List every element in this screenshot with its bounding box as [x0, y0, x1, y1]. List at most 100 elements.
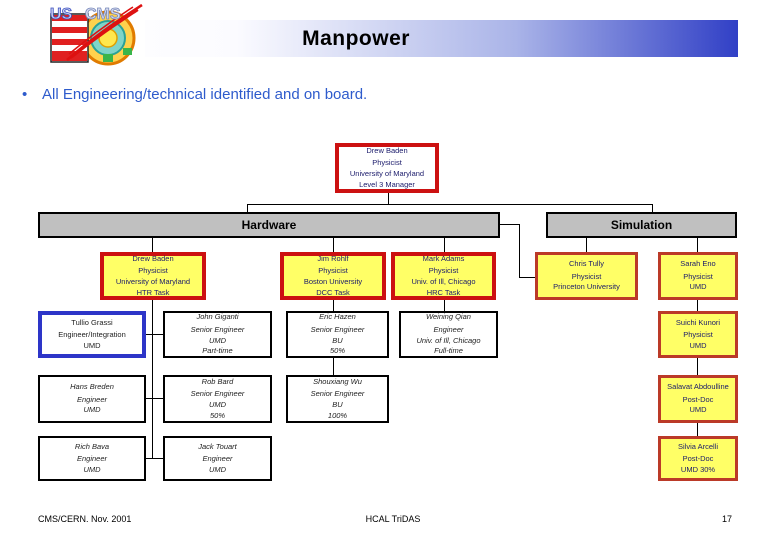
org-box-grassi: Tullio Grassi Engineer/Integration UMD — [38, 311, 146, 358]
person-name: Sarah Eno — [680, 259, 716, 269]
footer-project: HCAL TriDAS — [365, 514, 421, 524]
person-name: Drew Baden — [132, 253, 174, 263]
person-name: Chris Tully — [568, 259, 604, 269]
person-affiliation: BU — [332, 400, 343, 409]
person-affiliation: UMD — [83, 464, 101, 474]
person-role: Engineer — [76, 394, 108, 404]
connector — [697, 238, 698, 252]
person-affiliation: Univ. of Ill, Chicago — [416, 335, 481, 345]
person-role: Engineer — [76, 454, 108, 464]
org-box-tully: Chris Tully Physicist Princeton Universi… — [535, 252, 638, 300]
logo-us-text: US — [50, 6, 73, 23]
person-role: Physicist — [683, 330, 713, 340]
connector — [247, 204, 653, 205]
person-affiliation: UMD — [689, 340, 707, 350]
person-name: Drew Baden — [366, 145, 408, 155]
person-affiliation: University of Maryland — [115, 277, 191, 286]
org-box-touart: Jack Touart Engineer UMD — [163, 436, 272, 481]
connector — [146, 398, 163, 399]
person-name: John Giganti — [196, 312, 239, 322]
connector — [444, 238, 445, 252]
connector — [146, 334, 163, 335]
person-name: Weining Qian — [426, 312, 471, 322]
person-name: Suichi Kunori — [675, 317, 721, 327]
bullet-marker: • — [22, 86, 28, 103]
person-note: HRC Task — [426, 287, 461, 297]
connector — [500, 224, 520, 225]
person-role: Physicist — [138, 266, 168, 276]
person-note: Level 3 Manager — [359, 179, 415, 189]
org-box-abdoulline: Salavat Abdoulline Post-Doc UMD — [658, 375, 738, 423]
person-note: DCC Task — [316, 287, 350, 297]
group-bar-hardware: Hardware — [38, 212, 500, 238]
org-box-rohlf: Jim Rohlf Physicist Boston University DC… — [280, 252, 386, 300]
person-name: Tullio Grassi — [71, 317, 113, 327]
connector — [444, 300, 445, 311]
person-name: Salavat Abdoulline — [667, 382, 729, 392]
person-role: Engineer — [202, 454, 233, 464]
connector — [388, 193, 389, 204]
person-name: Rich Bava — [74, 441, 110, 451]
uscms-logo-icon: US CMS — [45, 3, 145, 66]
person-role: Senior Engineer — [310, 324, 365, 334]
person-note: HTR Task — [136, 287, 170, 297]
person-affiliation: Boston University — [303, 277, 363, 286]
org-box-hazen: Eric Hazen Senior Engineer BU 50% — [286, 311, 389, 358]
person-name: Jack Touart — [198, 441, 237, 451]
person-role: Senior Engineer — [190, 389, 245, 399]
person-note: 50% — [329, 346, 345, 356]
group-bar-simulation: Simulation — [546, 212, 737, 238]
page-title: Manpower — [302, 26, 410, 50]
group-label: Simulation — [610, 218, 673, 232]
person-role: Post-Doc — [682, 454, 714, 464]
person-affiliation: UMD 30% — [680, 464, 716, 474]
connector — [333, 238, 334, 252]
person-role: Senior Engineer — [190, 324, 245, 334]
slide-title-bar: Manpower — [42, 20, 738, 57]
person-role: Senior Engineer — [310, 389, 365, 399]
person-role: Physicist — [683, 271, 713, 281]
org-box-adams: Mark Adams Physicist Univ. of Ill, Chica… — [391, 252, 496, 300]
org-box-kunori: Suichi Kunori Physicist UMD — [658, 311, 738, 358]
connector — [146, 458, 163, 459]
person-role: Physicist — [318, 266, 348, 276]
bullet-line: • All Engineering/technical identified a… — [22, 86, 762, 103]
org-box-arcelli: Silvia Arcelli Post-Doc UMD 30% — [658, 436, 738, 481]
footer-date: CMS/CERN. Nov. 2001 — [38, 514, 132, 524]
person-note: 100% — [327, 410, 348, 420]
connector — [652, 204, 653, 212]
person-affiliation: UMD — [689, 282, 707, 292]
connector — [247, 204, 248, 212]
uscms-logo: US CMS — [45, 3, 145, 66]
person-name: Silvia Arcelli — [677, 441, 718, 451]
org-box-eno: Sarah Eno Physicist UMD — [658, 252, 738, 300]
org-box-baden-htr: Drew Baden Physicist University of Maryl… — [100, 252, 206, 300]
connector — [697, 358, 698, 375]
person-role: Engineer — [433, 324, 464, 334]
person-note: Part-time — [202, 346, 233, 356]
connector — [519, 277, 535, 278]
person-name: Shouxiang Wu — [313, 376, 362, 386]
org-box-wu: Shouxiang Wu Senior Engineer BU 100% — [286, 375, 389, 423]
connector — [152, 300, 153, 458]
person-affiliation: UMD — [83, 340, 101, 350]
org-box-qian: Weining Qian Engineer Univ. of Ill, Chic… — [399, 311, 498, 358]
org-box-giganti: John Giganti Senior Engineer UMD Part-ti… — [163, 311, 272, 358]
bullet-text: All Engineering/technical identified and… — [42, 86, 368, 103]
org-box-breden: Hans Breden Engineer UMD — [38, 375, 146, 423]
person-name: Rob Bard — [201, 376, 234, 386]
connector — [697, 423, 698, 436]
person-affiliation: UMD — [83, 405, 101, 415]
person-role: Engineer/Integration — [58, 330, 126, 340]
connector — [333, 300, 334, 311]
connector — [586, 238, 587, 252]
org-box-bava: Rich Bava Engineer UMD — [38, 436, 146, 481]
person-affiliation: Princeton University — [553, 282, 620, 292]
person-role: Post-Doc — [682, 394, 714, 404]
group-label: Hardware — [241, 218, 297, 232]
person-affiliation: University of Maryland — [349, 169, 425, 178]
person-affiliation: UMD — [208, 335, 227, 345]
logo-cms-text: CMS — [85, 6, 121, 23]
person-name: Jim Rohlf — [317, 253, 349, 263]
